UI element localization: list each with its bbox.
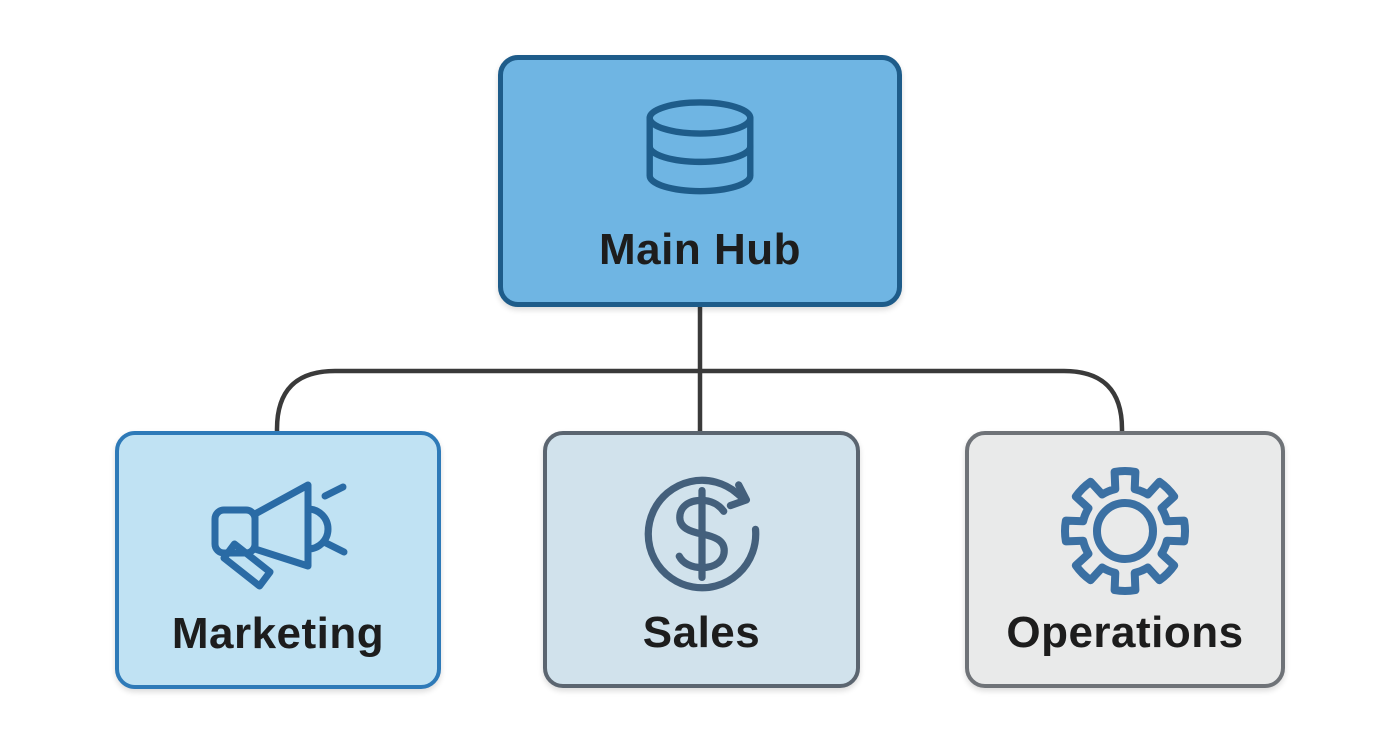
dollar-cycle-icon — [644, 476, 759, 592]
node-label-marketing: Marketing — [171, 609, 385, 658]
connector-group — [274, 304, 1125, 436]
node-main-hub: Main Hub — [498, 55, 902, 307]
gear-icon — [1060, 466, 1190, 596]
edge-mainhub-marketing-operations — [274, 368, 1125, 436]
node-label-main-hub: Main Hub — [599, 225, 801, 274]
node-marketing: Marketing — [115, 431, 441, 689]
megaphone-icon — [211, 481, 348, 590]
node-sales: Sales — [543, 431, 860, 688]
node-label-operations: Operations — [1006, 608, 1244, 657]
node-operations: Operations — [965, 431, 1285, 688]
database-icon — [646, 99, 754, 195]
node-label-sales: Sales — [642, 608, 761, 657]
